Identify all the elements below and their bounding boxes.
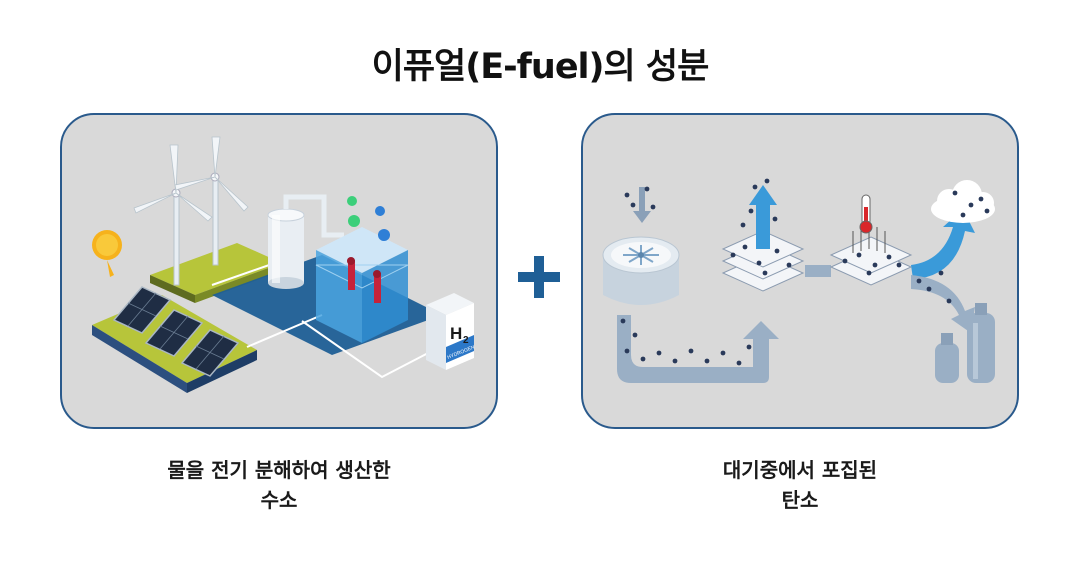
carbon-dot [746,344,752,350]
carbon-dot [740,222,746,228]
carbon-dot [752,184,758,190]
carbon-dot [656,350,662,356]
gas-tank-icon [935,303,995,383]
molecule-icon [347,196,390,241]
carbon-caption-line2: 탄소 [781,488,819,512]
carbon-dot [774,248,780,254]
carbon-dot [872,262,878,268]
water-tank-icon [267,208,305,289]
air-in-arrow [639,187,645,213]
carbon-dot [968,202,974,208]
carbon-dot [926,286,932,292]
carbon-dot [748,208,754,214]
hydrogen-tank-icon: H 2 HYDROGEN [426,293,476,370]
cloud-icon [931,180,995,223]
carbon-dot [640,356,646,362]
carbon-dot [756,260,762,266]
release-arrow-icon [749,185,777,249]
hydrogen-caption: 물을 전기 분해하여 생산한 수소 [60,455,498,515]
wind-turbine-icon [133,144,213,286]
carbon-dot [632,332,638,338]
carbon-illustration [602,178,995,383]
page-title: 이퓨얼(E-fuel)의 성분 [371,47,710,87]
hydrogen-caption-line1: 물을 전기 분해하여 생산한 [167,458,391,482]
solar-panel-icon [144,309,204,357]
tank-label: H [450,324,462,343]
carbon-dot [938,270,944,276]
carbon-dot [620,318,626,324]
wind-platform [150,243,282,295]
carbon-dot [736,360,742,366]
carbon-dot [730,252,736,258]
carbon-dot [644,186,650,192]
carbon-dot [960,212,966,218]
carbon-dot [946,298,952,304]
carbon-dot [630,202,636,208]
carbon-particles [620,178,990,366]
carbon-dot [984,208,990,214]
carbon-dot [842,258,848,264]
carbon-dot [650,204,656,210]
carbon-dot [672,358,678,364]
to-tanks-arrow [911,275,975,333]
carbon-dot [624,348,630,354]
carbon-dot [764,178,770,184]
carbon-dot [704,358,710,364]
sun-icon [92,230,122,277]
wind-turbine-icon [174,136,249,266]
carbon-dot [952,190,958,196]
solar-panel-icon [180,329,240,377]
carbon-dot [886,254,892,260]
hydrogen-illustration: H 2 HYDROGEN [92,136,476,393]
carbon-dot [624,192,630,198]
carbon-dot [688,348,694,354]
carbon-dot [896,262,902,268]
carbon-dot [866,270,872,276]
carbon-dot [786,262,792,268]
solar-panel-icon [112,286,172,334]
carbon-dot [856,252,862,258]
to-cloud-arrow [911,209,975,279]
carbon-dot [720,350,726,356]
tank-label-sub: 2 [463,335,469,346]
carbon-caption: 대기중에서 포집된 탄소 [581,455,1019,515]
carbon-dot [762,270,768,276]
fan-icon [602,236,680,305]
carbon-dot [978,196,984,202]
hydrogen-panel: H 2 HYDROGEN [60,113,498,429]
carbon-panel [581,113,1019,429]
electrolyzer-icon [315,227,409,343]
carbon-dot [742,244,748,250]
hydrogen-caption-line2: 수소 [260,488,298,512]
plus-icon [518,256,560,298]
flow-arrow [617,315,779,383]
carbon-dot [772,216,778,222]
thermometer-icon [859,194,873,234]
carbon-dot [916,278,922,284]
heated-filter-icon [829,225,913,286]
carbon-caption-line1: 대기중에서 포집된 [722,458,878,482]
